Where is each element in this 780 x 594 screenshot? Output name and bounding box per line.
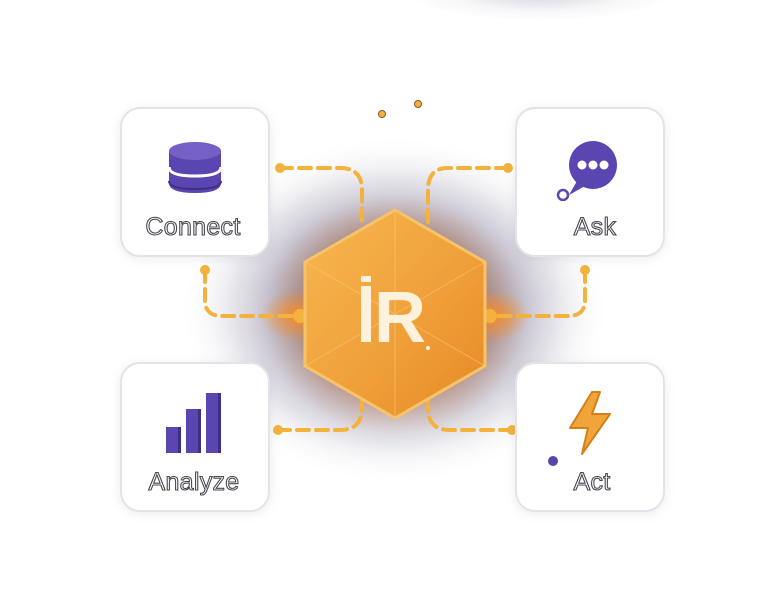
connector-node	[503, 163, 513, 173]
connector-top-right	[426, 166, 510, 228]
connector-node	[273, 425, 283, 435]
connector-node	[275, 163, 285, 173]
bar-chart-icon	[122, 392, 268, 454]
act-label: Act	[573, 467, 611, 496]
connector-node	[580, 265, 590, 275]
analyze-card[interactable]: Analyze	[120, 362, 270, 512]
connector-mid-right	[488, 268, 587, 318]
connector-top-left	[278, 166, 364, 228]
floating-dot	[414, 100, 422, 108]
database-icon	[122, 137, 268, 199]
analyze-label: Analyze	[148, 467, 240, 496]
connector-node	[200, 265, 210, 275]
act-card[interactable]: Act	[515, 362, 665, 512]
lightning-icon	[517, 391, 663, 455]
connector-mid-left	[203, 268, 302, 318]
connector-bottom-right	[426, 393, 514, 432]
hub-logo-letter: R	[374, 278, 426, 358]
chat-bubble-icon	[517, 137, 663, 201]
connect-card[interactable]: Connect	[120, 107, 270, 257]
hexagon-logo-icon: R	[303, 208, 487, 420]
floating-dot	[378, 110, 386, 118]
connector-node	[507, 425, 517, 435]
ask-card[interactable]: Ask	[515, 107, 665, 257]
ask-label: Ask	[573, 212, 617, 241]
central-hub[interactable]: R	[290, 200, 500, 430]
connector-bottom-left	[276, 393, 364, 432]
top-glow-decoration	[410, 0, 670, 20]
purple-smudge	[548, 456, 558, 466]
connect-label: Connect	[145, 212, 241, 241]
